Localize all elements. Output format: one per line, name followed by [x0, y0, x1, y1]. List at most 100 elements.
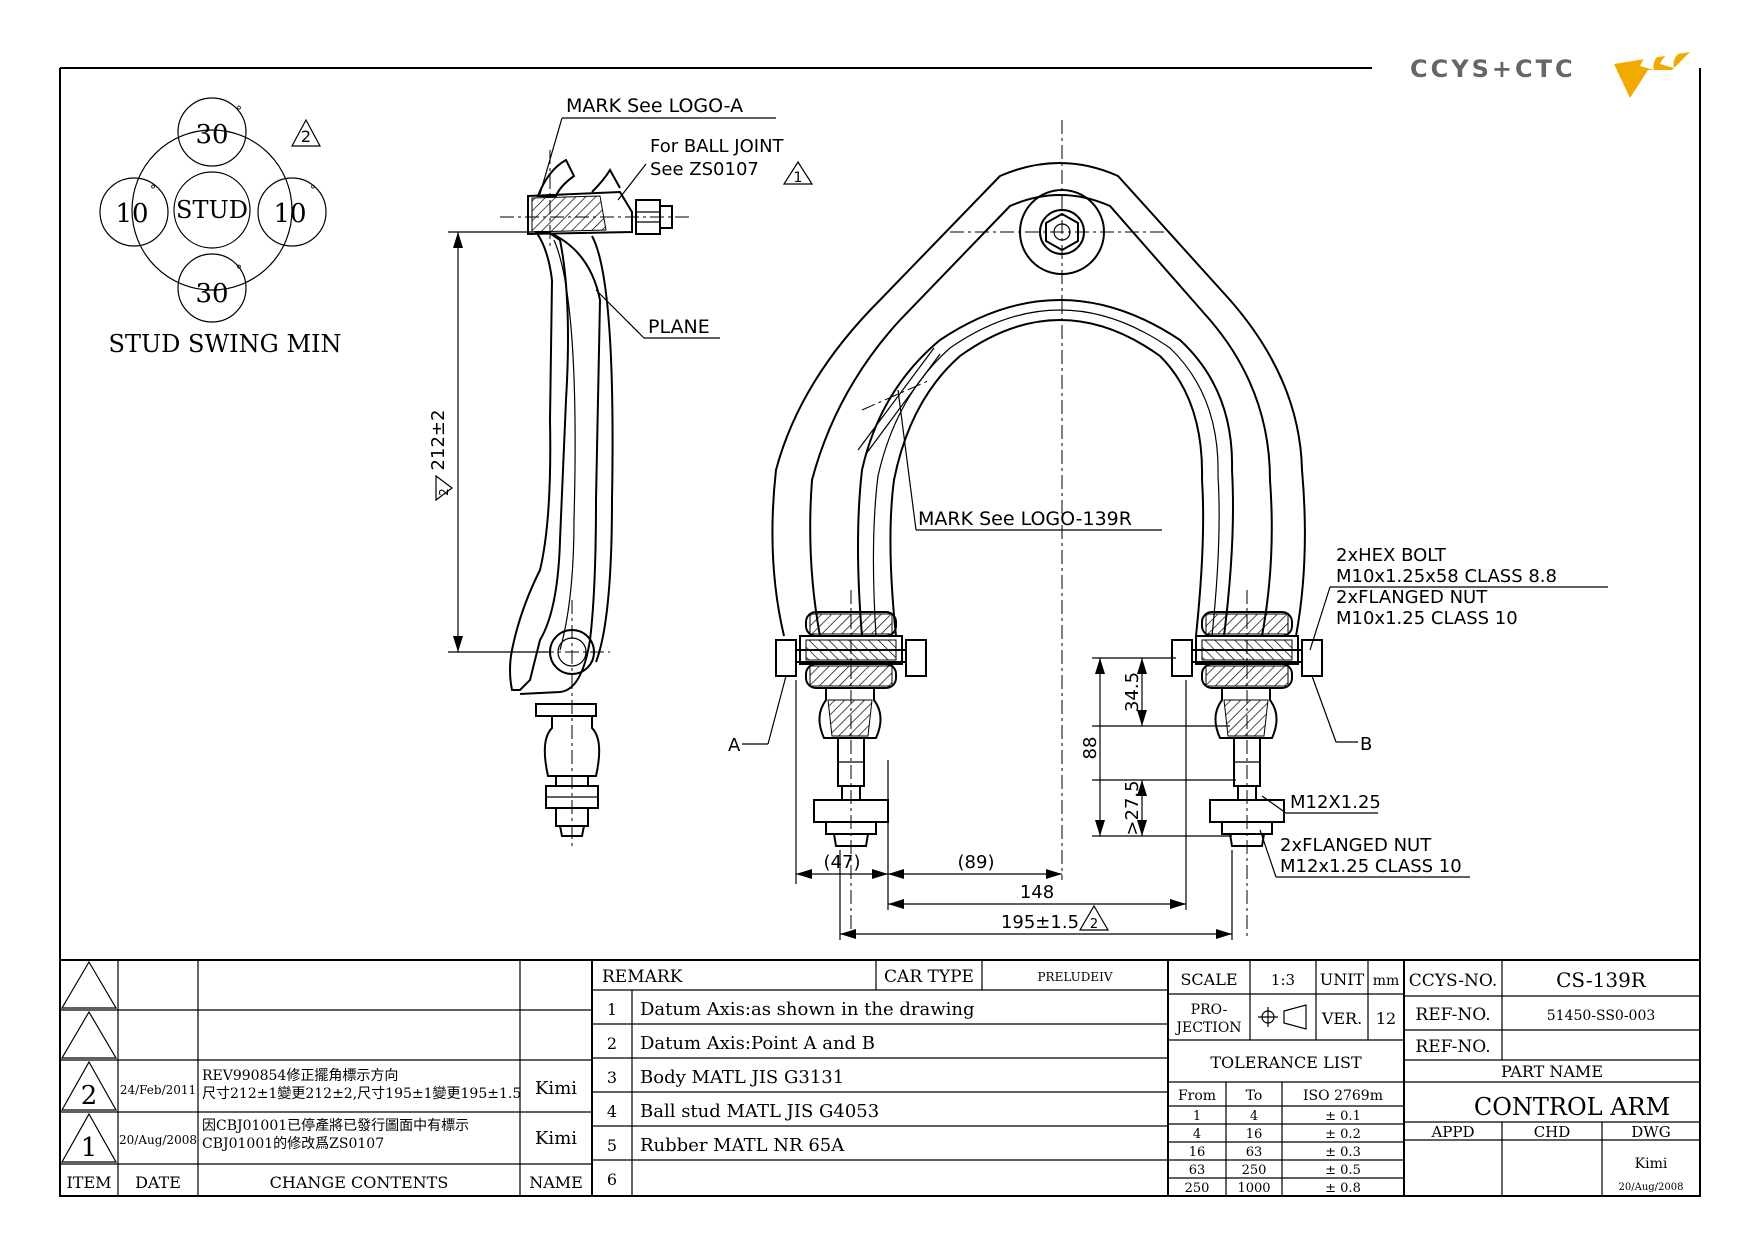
side-view-callouts: MARK See LOGO-A For BALL JOINT See ZS010…	[539, 95, 814, 339]
swing-bottom: 30	[195, 279, 228, 309]
svg-text:16: 16	[1246, 1127, 1263, 1142]
svg-text:°: °	[236, 104, 242, 118]
projection-symbol-icon	[1258, 1004, 1307, 1030]
svg-text:UNIT: UNIT	[1320, 970, 1365, 989]
point-a-label: A	[728, 735, 741, 756]
svg-text:Rubber MATL NR 65A: Rubber MATL NR 65A	[640, 1135, 845, 1156]
svg-text:°: °	[310, 183, 316, 197]
rev-item-1: 1	[81, 1133, 98, 1163]
remarks-table: REMARK CAR TYPE PRELUDEIV 1 Datum Axis:a…	[591, 959, 1169, 1197]
swing-revision-mark: 2	[301, 127, 311, 146]
svg-text:CCYS-NO.: CCYS-NO.	[1409, 971, 1497, 991]
hex-bolt-label-1: 2xHEX BOLT	[1336, 545, 1447, 566]
svg-text:250: 250	[1185, 1181, 1210, 1196]
svg-text:2: 2	[607, 1034, 617, 1053]
swing-left: 10	[115, 199, 148, 229]
svg-text:2: 2	[1090, 917, 1098, 932]
height-dimension: 212±2 2	[428, 231, 548, 653]
rev-date-2: 24/Feb/2011	[120, 1083, 196, 1097]
svg-text:4: 4	[607, 1102, 617, 1121]
mark-logo-a-label: MARK See LOGO-A	[566, 95, 743, 117]
svg-text:CCYS+CTC: CCYS+CTC	[1410, 55, 1576, 83]
svg-text:16: 16	[1189, 1145, 1206, 1160]
svg-text:Datum Axis:Point A and B: Datum Axis:Point A and B	[640, 1033, 875, 1054]
svg-text:1: 1	[607, 1000, 617, 1019]
dim-148: 148	[1020, 882, 1054, 903]
thread-label: M12X1.25	[1290, 792, 1381, 813]
stud-swing-diagram: STUD 30 ° 30 ° 10 ° 10 ° 2 STUD SWING MI…	[99, 97, 342, 358]
svg-text:VER.: VER.	[1321, 1009, 1362, 1028]
svg-text:REV990854修正擺角標示方向: REV990854修正擺角標示方向	[202, 1068, 398, 1084]
svg-text:CHANGE CONTENTS: CHANGE CONTENTS	[270, 1173, 449, 1192]
rev-date-1: 20/Aug/2008	[119, 1133, 197, 1147]
svg-text:250: 250	[1242, 1163, 1267, 1178]
svg-text:2: 2	[437, 488, 451, 496]
svg-text:4: 4	[1193, 1127, 1201, 1142]
svg-text:ISO 2769m: ISO 2769m	[1303, 1088, 1383, 1104]
plane-label: PLANE	[648, 316, 710, 338]
lower-nut-label-1: 2xFLANGED NUT	[1280, 835, 1432, 856]
svg-text:尺寸212±1變更212±2,尺寸195±1變更195±1.: 尺寸212±1變更212±2,尺寸195±1變更195±1.5	[202, 1086, 521, 1102]
tolerance-title: TOLERANCE LIST	[1210, 1053, 1362, 1072]
svg-text:From: From	[1178, 1088, 1216, 1104]
svg-text:CAR TYPE: CAR TYPE	[884, 967, 974, 987]
svg-text:1000: 1000	[1237, 1181, 1270, 1196]
svg-text:REF-NO.: REF-NO.	[1415, 1037, 1490, 1057]
side-view	[500, 150, 690, 850]
ball-joint-label-2: See ZS0107	[650, 159, 759, 180]
drawn-date: 20/Aug/2008	[1619, 1182, 1684, 1193]
ref-number: 51450-SS0-003	[1547, 1008, 1656, 1024]
svg-text:SCALE: SCALE	[1180, 970, 1237, 989]
dim-27-5: >27.5	[1122, 780, 1143, 835]
svg-text:PRO-: PRO-	[1191, 1002, 1228, 1018]
drawn-by: Kimi	[1635, 1156, 1668, 1172]
svg-text:NAME: NAME	[529, 1173, 583, 1192]
stud-label: STUD	[176, 196, 248, 224]
ball-joint-label-1: For BALL JOINT	[650, 136, 785, 157]
version-value: 12	[1376, 1009, 1396, 1028]
svg-text:Kimi: Kimi	[535, 1078, 577, 1099]
svg-text:Datum Axis:as shown in the dra: Datum Axis:as shown in the drawing	[640, 999, 974, 1020]
svg-text:DATE: DATE	[135, 1173, 181, 1192]
dim-34-5: 34.5	[1122, 672, 1143, 712]
dim-88: 88	[1080, 737, 1101, 760]
flanged-nut-label-1: 2xFLANGED NUT	[1336, 587, 1488, 608]
svg-text:PART NAME: PART NAME	[1501, 1062, 1603, 1081]
svg-text:± 0.8: ± 0.8	[1325, 1181, 1361, 1196]
front-view-callouts: MARK See LOGO-139R 2xHEX BOLT M10x1.25x5…	[728, 389, 1608, 878]
car-type-value: PRELUDEIV	[1037, 970, 1112, 984]
stud-swing-title: STUD SWING MIN	[109, 330, 342, 358]
svg-text:JECTION: JECTION	[1174, 1020, 1241, 1036]
svg-text:± 0.3: ± 0.3	[1325, 1145, 1361, 1160]
svg-text:ITEM: ITEM	[66, 1173, 111, 1192]
svg-text:DWG: DWG	[1631, 1123, 1670, 1141]
revision-table: 2 24/Feb/2011 REV990854修正擺角標示方向 尺寸212±1變…	[59, 959, 593, 1197]
point-b-label: B	[1360, 734, 1372, 755]
svg-text:APPD: APPD	[1430, 1123, 1474, 1141]
ccys-number: CS-139R	[1556, 968, 1647, 992]
hex-bolt-label-2: M10x1.25x58 CLASS 8.8	[1336, 566, 1557, 587]
svg-text:5: 5	[607, 1136, 617, 1155]
svg-text:1: 1	[1193, 1109, 1201, 1124]
dim-47: (47)	[824, 852, 861, 873]
swing-top: 30	[195, 120, 228, 150]
svg-text:CHD: CHD	[1534, 1123, 1571, 1141]
svg-text:63: 63	[1246, 1145, 1263, 1160]
svg-text:CBJ01001的修改爲ZS0107: CBJ01001的修改爲ZS0107	[202, 1136, 384, 1152]
front-view-dimensions: 88 34.5 >27.5 (47) (89) 148 195±1.5 2	[795, 657, 1236, 940]
svg-text:63: 63	[1189, 1163, 1206, 1178]
flanged-nut-label-2: M10x1.25 CLASS 10	[1336, 608, 1518, 629]
scale-value: 1:3	[1271, 971, 1295, 989]
svg-text:°: °	[236, 263, 242, 277]
svg-text:To: To	[1246, 1088, 1263, 1104]
remark-label: REMARK	[602, 967, 683, 987]
svg-text:°: °	[150, 183, 156, 197]
part-id-block: CCYS-NO. CS-139R REF-NO. 51450-SS0-003 R…	[1403, 959, 1701, 1197]
svg-text:REF-NO.: REF-NO.	[1415, 1005, 1490, 1025]
swing-right: 10	[273, 199, 306, 229]
lower-nut-label-2: M12x1.25 CLASS 10	[1280, 856, 1462, 877]
dim-195: 195±1.5	[1001, 912, 1079, 933]
unit-value: mm	[1373, 973, 1400, 989]
mark-logo-139r-label: MARK See LOGO-139R	[918, 508, 1132, 530]
rev-item-2: 2	[81, 1081, 98, 1111]
